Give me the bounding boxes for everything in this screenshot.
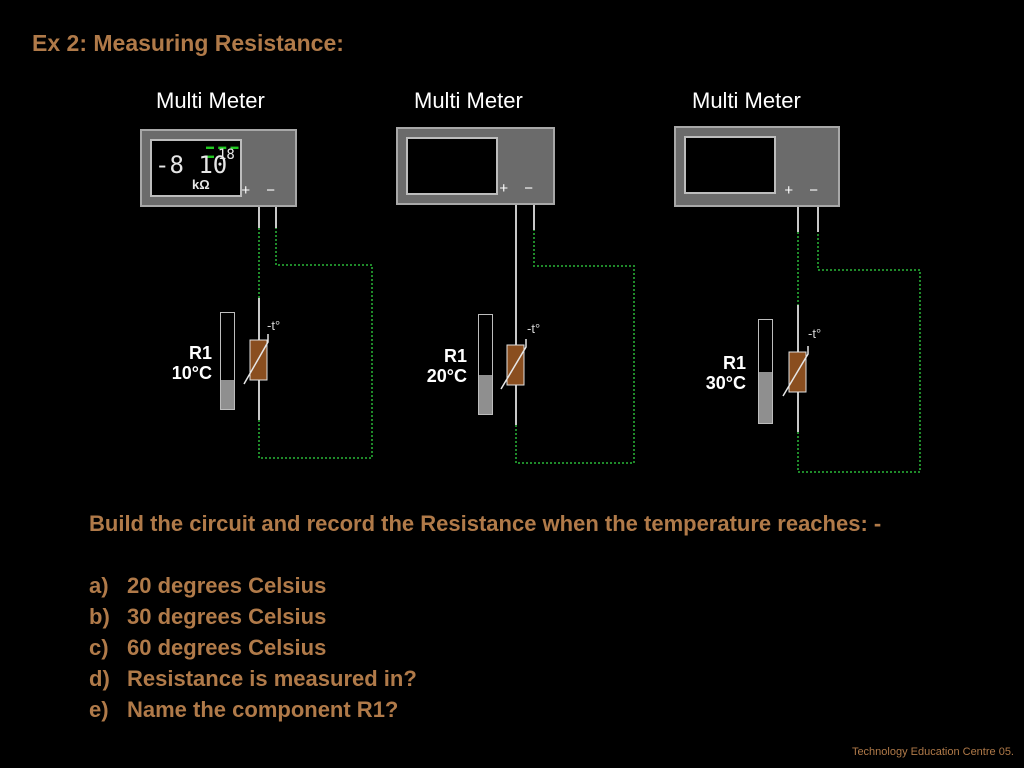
thermistor-symbol: -t° [267,318,281,333]
thermometer-2 [478,314,493,415]
instructions-intro: Build the circuit and record the Resista… [89,511,882,536]
multimeter-1[interactable]: ▬ ▬ ▬ ▬ -8 10 18 kΩ + − [140,129,297,207]
lcd-small-digits: 18 [218,147,235,163]
meter-display-2 [406,137,498,195]
question-item: b)30 degrees Celsius [89,604,327,629]
lcd-indicator: ▬ ▬ ▬ ▬ [206,142,240,160]
thermistor-2 [500,339,527,390]
thermometer-fill [221,380,234,409]
question-item: a)20 degrees Celsius [89,573,327,598]
circuit-1-wires [258,206,373,459]
meter-label-1: Multi Meter [156,88,265,113]
component-label-1: R1 10°C [171,343,212,383]
footer-credit: Technology Education Centre 05. [851,746,1014,758]
meter-display-3 [684,136,776,194]
slide-title: Ex 2: Measuring Resistance: [32,30,344,56]
thermometer-1 [220,312,235,410]
lcd-unit: kΩ [192,177,210,192]
thermistor-1 [243,334,269,385]
instructions: Build the circuit and record the Resista… [89,508,909,725]
thermometer-fill [759,371,772,423]
question-item: e)Name the component R1? [89,697,399,722]
thermometer-3 [758,319,773,424]
component-label-2: R1 20°C [426,346,467,386]
meter-label-3: Multi Meter [692,88,801,113]
meter-label-2: Multi Meter [414,88,523,113]
component-label-3: R1 30°C [705,353,746,393]
multimeter-2[interactable]: + − [396,127,555,205]
thermistor-3 [782,346,809,397]
thermistor-symbol: -t° [527,321,541,336]
meter-terminals: + − [784,182,824,199]
question-item: c)60 degrees Celsius [89,635,327,660]
meter-terminals: + − [499,180,539,197]
meter-terminals: + − [241,182,281,199]
question-list: a)20 degrees Celsius b)30 degrees Celsiu… [89,570,909,725]
multimeter-3[interactable]: + − [674,126,840,207]
thermometer-fill [479,375,492,414]
circuit-2-wires [515,205,635,464]
thermistor-symbol: -t° [808,326,822,341]
meter-display-1: ▬ ▬ ▬ ▬ -8 10 18 kΩ [150,139,242,197]
circuit-3-wires [797,207,921,473]
lcd-reading: -8 10 [155,151,228,179]
question-item: d)Resistance is measured in? [89,666,417,691]
